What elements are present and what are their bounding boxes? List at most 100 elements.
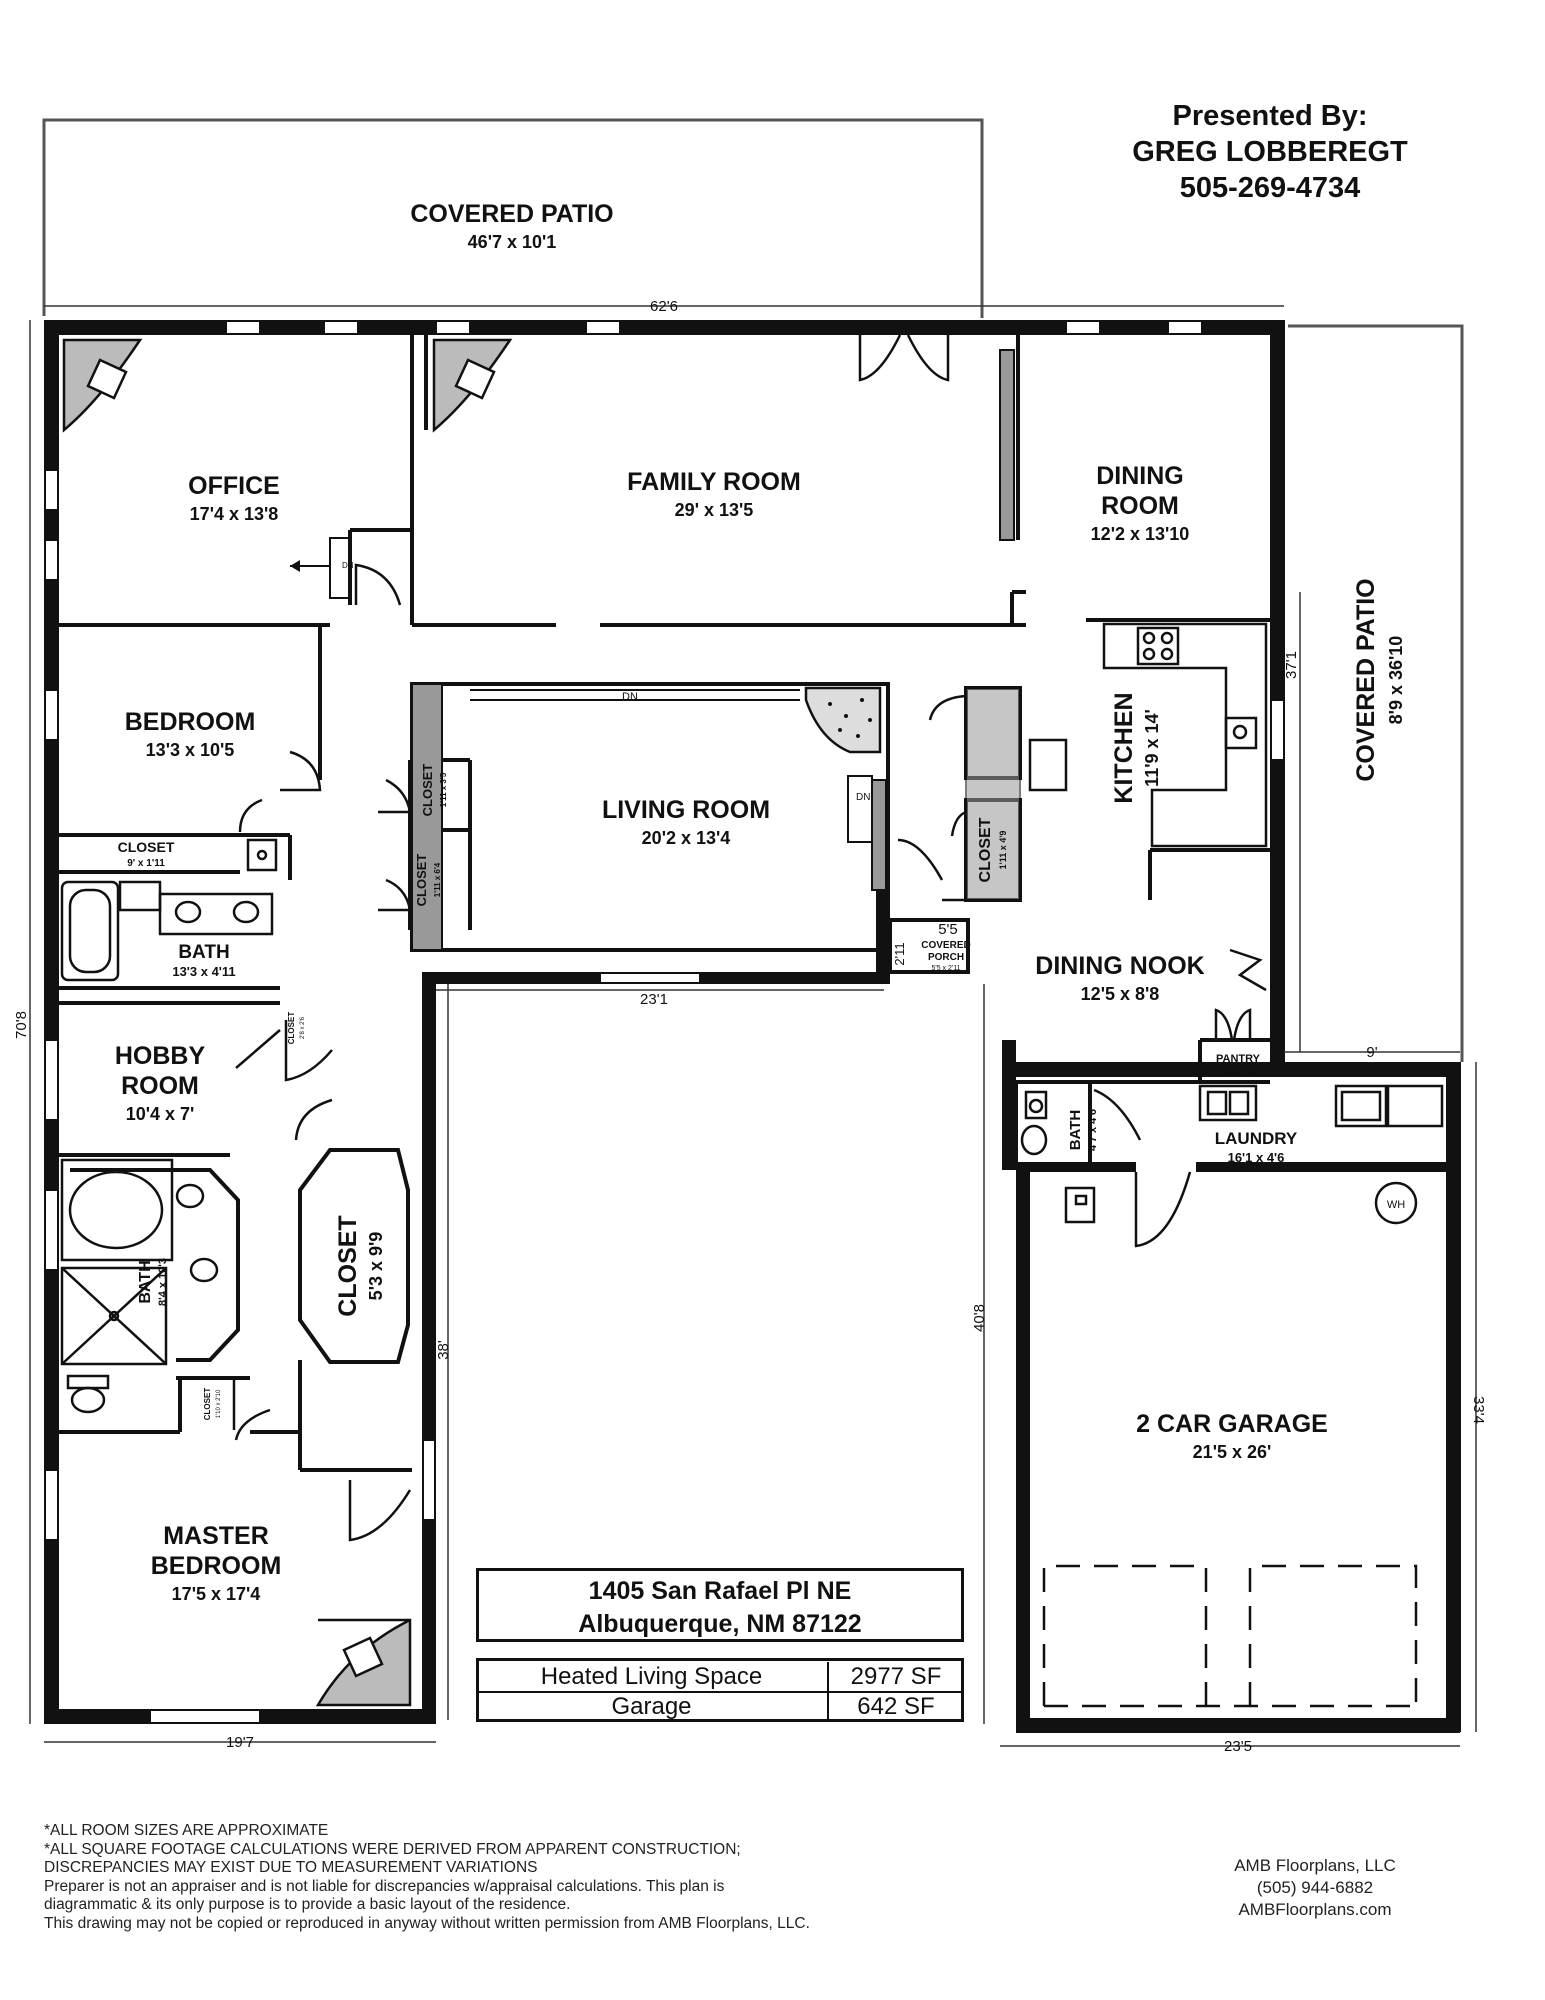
company-name: AMB Floorplans, LLC: [1234, 1856, 1396, 1875]
company-block: AMB Floorplans, LLC (505) 944-6882 AMBFl…: [1180, 1855, 1450, 1921]
water-heater-icon: WH: [1374, 1181, 1418, 1225]
disclaimer-line: diagrammatic & its only purpose is to pr…: [44, 1896, 571, 1913]
sf-row: Heated Living Space 2977 SF: [479, 1662, 961, 1693]
dim-courtyard-depth: 38': [435, 1340, 452, 1360]
room-garage: 2 CAR GARAGE: [1136, 1410, 1328, 1438]
dim-overall-height: 70'8: [13, 1011, 30, 1039]
dim-garage-left-depth: 40'8: [971, 1304, 988, 1332]
presenter-phone: 505-269-4734: [1179, 172, 1361, 204]
dim-porch-depth: 2'11: [892, 942, 907, 965]
room-closet-bedroom: CLOSET: [118, 839, 175, 855]
room-closet-entry: CLOSET: [977, 817, 994, 882]
room-covered-patio-right: COVERED PATIO: [1352, 578, 1380, 781]
dim-garage-width: 23'5: [1224, 1738, 1252, 1755]
size-bath-small: 4'7 x 4'6: [1087, 1109, 1099, 1151]
size-covered-patio-top: 46'7 x 10'1: [468, 232, 557, 252]
address-line-2: Albuquerque, NM 87122: [578, 1610, 862, 1638]
dim-garage-right-depth: 33'4: [1470, 1396, 1487, 1424]
dim-overall-width: 62'6: [650, 298, 678, 315]
room-bath-hall: BATH: [178, 942, 229, 963]
room-closet-small-master: CLOSET: [203, 1388, 212, 1421]
room-pantry: PANTRY: [1216, 1053, 1261, 1065]
dim-patio-right-width: 9': [1366, 1044, 1377, 1061]
square-footage-table: Heated Living Space 2977 SF Garage 642 S…: [476, 1658, 964, 1722]
size-garage: 21'5 x 26': [1193, 1442, 1272, 1462]
doors: [232, 334, 1267, 1542]
disclaimer: *ALL ROOM SIZES ARE APPROXIMATE *ALL SQU…: [44, 1822, 1004, 1933]
room-hobby-room-2: ROOM: [121, 1072, 199, 1100]
living-dn-label-2: DN: [856, 792, 870, 803]
room-office: OFFICE: [188, 472, 280, 500]
room-dining-nook: DINING NOOK: [1035, 952, 1204, 980]
covered-patio-right: [1288, 324, 1464, 1062]
address-line-1: 1405 San Rafael Pl NE: [588, 1577, 852, 1605]
size-closet-master: 5'3 x 9'9: [366, 1232, 386, 1301]
size-closet-hall-2: 1'11 x 6'4: [433, 862, 442, 897]
size-closet-entry: 1'11 x 4'9: [998, 831, 1008, 870]
size-bath-master: 8'4 x 10'3: [157, 1258, 169, 1306]
size-dining-nook: 12'5 x 8'8: [1081, 984, 1160, 1004]
room-closet-hall-1: CLOSET: [420, 764, 435, 817]
presenter-block: Presented By: GREG LOBBEREGT 505-269-473…: [1060, 98, 1480, 206]
dimension-labels: 62'6 70'8 37'1 9' 23'1 38' 40'8 33'4 19'…: [13, 298, 1487, 1755]
presenter-heading: Presented By:: [1172, 100, 1368, 132]
size-office: 17'4 x 13'8: [190, 504, 279, 524]
room-dining-room-1: DINING: [1096, 462, 1184, 490]
disclaimer-line: Preparer is not an appraiser and is not …: [44, 1877, 725, 1895]
size-closet-hobby: 2'8 x 2'6: [300, 1016, 306, 1039]
size-laundry: 16'1 x 4'6: [1228, 1150, 1285, 1165]
size-closet-hall-1: 1'11 x 3'5: [439, 772, 448, 807]
fireplace-icon: [62, 338, 513, 1707]
living-dn-label: DN: [622, 691, 638, 703]
size-family-room: 29' x 13'5: [675, 500, 754, 520]
size-kitchen: 11'9 x 14': [1142, 709, 1162, 787]
stair-down-icon: DN: [290, 537, 354, 599]
room-closet-hall-2: CLOSET: [414, 854, 429, 907]
sf-label: Garage: [611, 1693, 692, 1720]
size-closet-small-master: 1'10 x 2'10: [216, 1389, 222, 1418]
company-website: AMBFloorplans.com: [1238, 1900, 1392, 1919]
size-dining-room: 12'2 x 13'10: [1091, 524, 1190, 544]
room-closet-hobby: CLOSET: [287, 1012, 296, 1045]
room-kitchen: KITCHEN: [1110, 692, 1138, 803]
room-labels: COVERED PATIO 46'7 x 10'1 COVERED PATIO …: [115, 200, 1406, 1604]
size-bath-hall: 13'3 x 4'11: [172, 964, 235, 979]
dimension-lines: [29, 305, 1477, 1747]
size-pantry: 2'9 x 1'6: [1223, 1067, 1253, 1076]
size-closet-bedroom: 9' x 1'11: [127, 858, 165, 869]
covered-patio-top: [42, 118, 984, 318]
room-dining-room-2: ROOM: [1101, 492, 1179, 520]
stair-dn-label: DN: [342, 561, 354, 570]
room-covered-patio-top: COVERED PATIO: [410, 200, 613, 228]
windows: [44, 320, 1285, 1724]
sf-label: Heated Living Space: [540, 1663, 763, 1690]
bath-fixtures: [60, 838, 1444, 1414]
water-heater-label: WH: [1387, 1199, 1405, 1211]
size-covered-porch: 5'5 x 2'11: [931, 965, 960, 972]
dim-porch-width: 5'5: [938, 921, 958, 938]
garage-doors: [1042, 1564, 1418, 1708]
dim-courtyard-width: 23'1: [640, 991, 668, 1008]
room-living-room: LIVING ROOM: [602, 796, 770, 824]
dim-master-width: 19'7: [226, 1734, 254, 1751]
size-master-bedroom: 17'5 x 17'4: [172, 1584, 261, 1604]
exterior-walls: [44, 320, 1461, 1733]
size-hobby-room: 10'4 x 7': [126, 1104, 195, 1124]
address-box: 1405 San Rafael Pl NE Albuquerque, NM 87…: [476, 1568, 964, 1642]
living-fireplace-icon: [804, 686, 882, 754]
size-bedroom: 13'3 x 10'5: [146, 740, 235, 760]
size-covered-patio-right: 8'9 x 36'10: [1386, 636, 1406, 725]
room-master-bedroom-2: BEDROOM: [151, 1552, 282, 1580]
room-family-room: FAMILY ROOM: [627, 468, 801, 496]
room-hobby-room-1: HOBBY: [115, 1042, 206, 1070]
size-living-room: 20'2 x 13'4: [642, 828, 731, 848]
room-covered-porch: COVERED: [921, 940, 970, 951]
sf-value: 2977 SF: [827, 1662, 963, 1691]
living-step-down: DN DN: [470, 689, 873, 843]
presenter-name: GREG LOBBEREGT: [1132, 136, 1408, 168]
room-bath-master: BATH: [137, 1260, 154, 1303]
room-bath-small: BATH: [1067, 1110, 1084, 1151]
company-phone: (505) 944-6882: [1256, 1878, 1374, 1897]
sf-value: 642 SF: [827, 1692, 963, 1721]
